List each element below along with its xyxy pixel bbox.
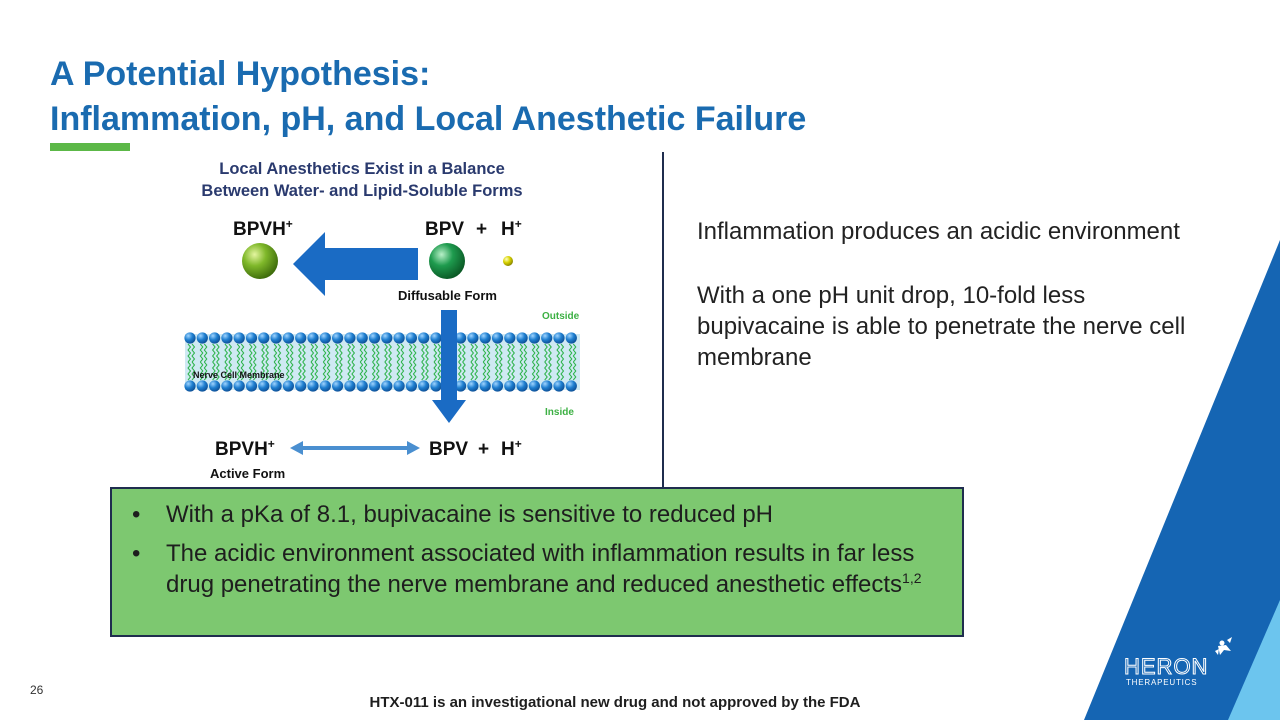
plus-top-label: + <box>476 219 487 240</box>
summary-callout: With a pKa of 8.1, bupivacaine is sensit… <box>110 487 964 637</box>
nerve-cell-membrane <box>184 332 580 392</box>
bullet-acidic-text: The acidic environment associated with i… <box>166 540 915 598</box>
bullet-pka: With a pKa of 8.1, bupivacaine is sensit… <box>132 499 950 530</box>
bullet-acidic-environment: The acidic environment associated with i… <box>132 538 950 600</box>
bullet-pka-text: With a pKa of 8.1, bupivacaine is sensit… <box>166 501 774 528</box>
bpvh-sphere <box>242 243 278 279</box>
diffusable-form-label: Diffusable Form <box>398 288 497 303</box>
membrane-beads <box>184 332 577 392</box>
ph-drop-text: With a one pH unit drop, 10-fold less bu… <box>697 282 1186 371</box>
column-divider <box>662 152 664 488</box>
hydrogen-bottom-label: H+ <box>501 437 522 460</box>
diagram-heading-line-1: Local Anesthetics Exist in a Balance <box>219 160 505 178</box>
logo-wordmark: HERON <box>1124 654 1208 679</box>
hydrogen-top-label: H+ <box>501 217 522 240</box>
bpv-top-label: BPV <box>425 219 464 240</box>
plus-bottom-label: + <box>478 439 489 460</box>
diffusion-arrow <box>432 310 466 423</box>
bpv-sphere <box>429 243 465 279</box>
membrane-label: Nerve Cell Membrane <box>193 370 285 380</box>
anesthetic-balance-diagram: BPVH+ BPV + H+ Diffusable Form Outside N… <box>184 217 580 481</box>
outside-label: Outside <box>542 311 580 322</box>
summary-bullet-list: With a pKa of 8.1, bupivacaine is sensit… <box>112 489 962 600</box>
membrane-lipid-tails <box>187 343 577 381</box>
bpvh-bottom-label: BPVH+ <box>215 437 275 460</box>
citation-superscript: 1,2 <box>902 570 922 586</box>
inside-label: Inside <box>545 407 574 418</box>
inflammation-text: Inflammation produces an acidic environm… <box>697 218 1180 245</box>
heron-therapeutics-logo: HERON THERAPEUTICS <box>1124 637 1232 687</box>
slide-title: A Potential Hypothesis: Inflammation, pH… <box>50 52 806 142</box>
right-panel: Inflammation produces an acidic environm… <box>697 216 1217 406</box>
title-accent-bar <box>50 143 130 151</box>
bpv-bottom-label: BPV <box>429 439 468 460</box>
fda-disclaimer: HTX-011 is an investigational new drug a… <box>369 694 861 711</box>
page-number: 26 <box>30 683 44 697</box>
heron-bird-icon <box>1215 637 1232 655</box>
conversion-arrow <box>293 232 418 296</box>
title-line-1: A Potential Hypothesis: <box>50 55 431 93</box>
diagram-heading: Local Anesthetics Exist in a Balance Bet… <box>162 158 562 202</box>
diagram-heading-line-2: Between Water- and Lipid-Soluble Forms <box>201 182 523 200</box>
equilibrium-arrow <box>290 441 420 455</box>
hydrogen-ion <box>503 256 513 266</box>
title-line-2: Inflammation, pH, and Local Anesthetic F… <box>50 100 807 138</box>
bpvh-top-label: BPVH+ <box>233 217 293 240</box>
logo-tagline: THERAPEUTICS <box>1126 678 1197 687</box>
active-form-label: Active Form <box>210 466 285 481</box>
